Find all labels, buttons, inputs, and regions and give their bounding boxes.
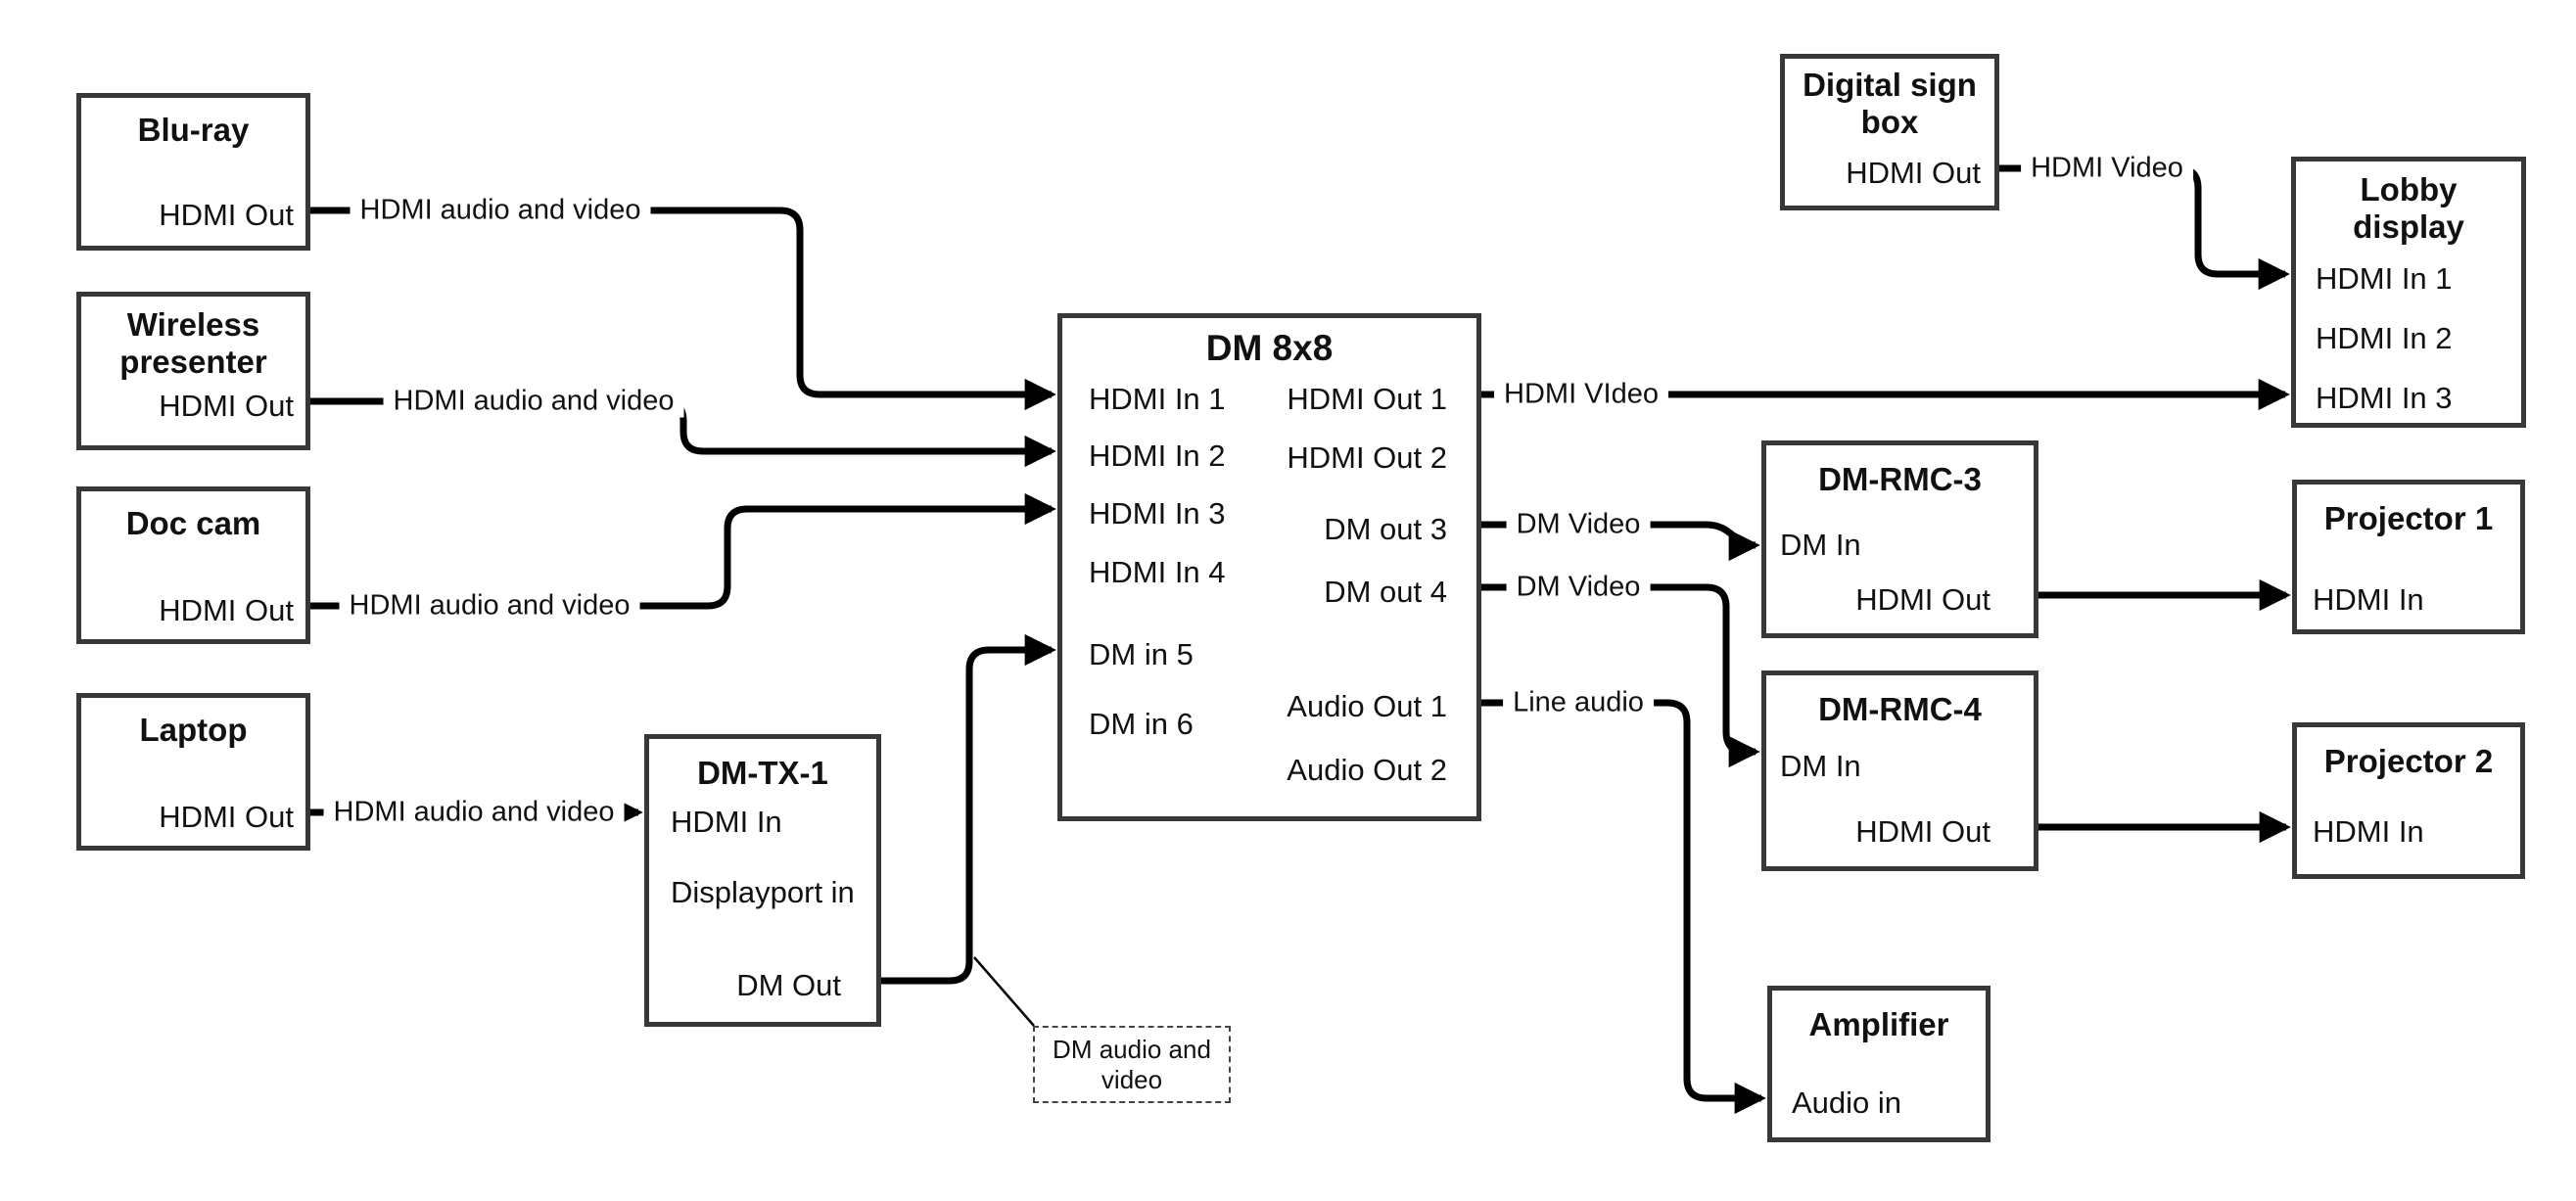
node-title: DM-RMC-4	[1818, 691, 1982, 727]
port-hdmi-out: HDMI Out	[159, 389, 294, 423]
port-hdmi-out-2: HDMI Out 2	[1287, 440, 1447, 475]
node-digital-sign-box: Digital sign box HDMI Out	[1780, 54, 1999, 210]
node-title: Amplifier	[1808, 1006, 1949, 1042]
port-hdmi-out: HDMI Out	[1846, 156, 1981, 190]
note-text: DM audio and video	[1053, 1034, 1211, 1094]
node-title: Blu-ray	[137, 112, 250, 148]
node-dm-rmc-4: DM-RMC-4 DM In HDMI Out	[1761, 670, 2038, 871]
node-title: Projector 1	[2323, 500, 2494, 536]
node-title: Laptop	[139, 712, 248, 748]
port-hdmi-out: HDMI Out	[159, 800, 294, 834]
wire-label-dm-video-4: DM Video	[1506, 571, 1651, 604]
port-audio-out-1: Audio Out 1	[1287, 689, 1447, 723]
port-audio-in: Audio in	[1792, 1086, 1902, 1120]
wire-doccam-to-dm8x8-in3	[310, 492, 1056, 610]
node-projector-1: Projector 1 HDMI In	[2292, 480, 2525, 634]
port-hdmi-in: HDMI In	[2313, 582, 2424, 617]
node-title: Doc cam	[125, 505, 261, 541]
port-hdmi-in-4: HDMI In 4	[1089, 555, 1226, 589]
port-hdmi-in-2: HDMI In 2	[1089, 439, 1226, 473]
port-dm-out-4: DM out 4	[1324, 575, 1447, 609]
wire-label-hdmi-audio-video-1: HDMI audio and video	[350, 194, 651, 227]
port-dm-out-3: DM out 3	[1324, 512, 1447, 546]
wire-label-hdmi-video-out1: HDMI VIdeo	[1494, 378, 1668, 411]
node-dm-tx-1: DM-TX-1 HDMI In Displayport in DM Out	[644, 734, 881, 1027]
port-dm-out: DM Out	[736, 968, 841, 1002]
port-hdmi-out: HDMI Out	[1855, 814, 1991, 849]
wire-dm8x8-out3-to-dmrmc3	[1481, 521, 1760, 562]
port-dm-in-6: DM in 6	[1089, 707, 1194, 741]
node-blu-ray: Blu-ray HDMI Out	[76, 93, 310, 251]
node-title: Wireless presenter	[119, 306, 267, 380]
wire-label-line-audio: Line audio	[1503, 686, 1654, 719]
node-wireless-presenter: Wireless presenter HDMI Out	[76, 292, 310, 450]
note-callout-line	[973, 956, 1035, 1027]
port-hdmi-out: HDMI Out	[159, 593, 294, 627]
node-dm-rmc-3: DM-RMC-3 DM In HDMI Out	[1761, 440, 2038, 638]
port-hdmi-out: HDMI Out	[159, 198, 294, 232]
wire-dmtx1-to-dm8x8-in5	[881, 633, 1056, 985]
node-lobby-display: Lobby display HDMI In 1 HDMI In 2 HDMI I…	[2291, 157, 2526, 428]
port-hdmi-in: HDMI In	[2313, 814, 2424, 849]
port-hdmi-out: HDMI Out	[1855, 582, 1991, 617]
node-title: Lobby display	[2353, 171, 2464, 245]
node-dm-8x8: DM 8x8 HDMI In 1 HDMI In 2 HDMI In 3 HDM…	[1057, 313, 1481, 821]
port-hdmi-out-1: HDMI Out 1	[1287, 382, 1447, 416]
port-hdmi-in-2: HDMI In 2	[2316, 321, 2453, 355]
port-hdmi-in-1: HDMI In 1	[1089, 382, 1226, 416]
wire-label-hdmi-audio-video-3: HDMI audio and video	[339, 589, 640, 623]
port-hdmi-in-1: HDMI In 1	[2316, 261, 2453, 296]
port-dm-in: DM In	[1780, 749, 1861, 783]
node-title: Projector 2	[2323, 743, 2494, 779]
node-laptop: Laptop HDMI Out	[76, 693, 310, 851]
wire-label-hdmi-audio-video-2: HDMI audio and video	[383, 385, 684, 418]
node-title: Digital sign box	[1803, 67, 1977, 140]
node-title: DM-RMC-3	[1818, 461, 1982, 497]
node-doc-cam: Doc cam HDMI Out	[76, 486, 310, 644]
port-hdmi-in-3: HDMI In 3	[1089, 496, 1226, 531]
wire-label-dm-video-3: DM Video	[1506, 508, 1651, 541]
port-audio-out-2: Audio Out 2	[1287, 753, 1447, 787]
wire-label-hdmi-audio-video-4: HDMI audio and video	[323, 796, 625, 829]
node-title: DM-TX-1	[697, 755, 828, 791]
wire-bluray-to-dm8x8-in1	[310, 207, 1056, 411]
note-dm-audio-and-video: DM audio and video	[1033, 1026, 1231, 1103]
port-hdmi-in-3: HDMI In 3	[2316, 381, 2453, 415]
port-dm-in: DM In	[1780, 528, 1861, 562]
port-hdmi-in: HDMI In	[671, 805, 782, 839]
node-amplifier: Amplifier Audio in	[1767, 986, 1991, 1142]
node-title: DM 8x8	[1205, 328, 1334, 368]
wire-label-hdmi-video-sign: HDMI Video	[2021, 152, 2193, 185]
port-dm-in-5: DM in 5	[1089, 637, 1194, 671]
port-displayport-in: Displayport in	[671, 875, 855, 909]
node-projector-2: Projector 2 HDMI In	[2292, 722, 2525, 879]
wire-dm8x8-out4-to-dmrmc4	[1481, 583, 1760, 768]
wire-dm8x8-aout1-to-amp	[1481, 699, 1766, 1115]
